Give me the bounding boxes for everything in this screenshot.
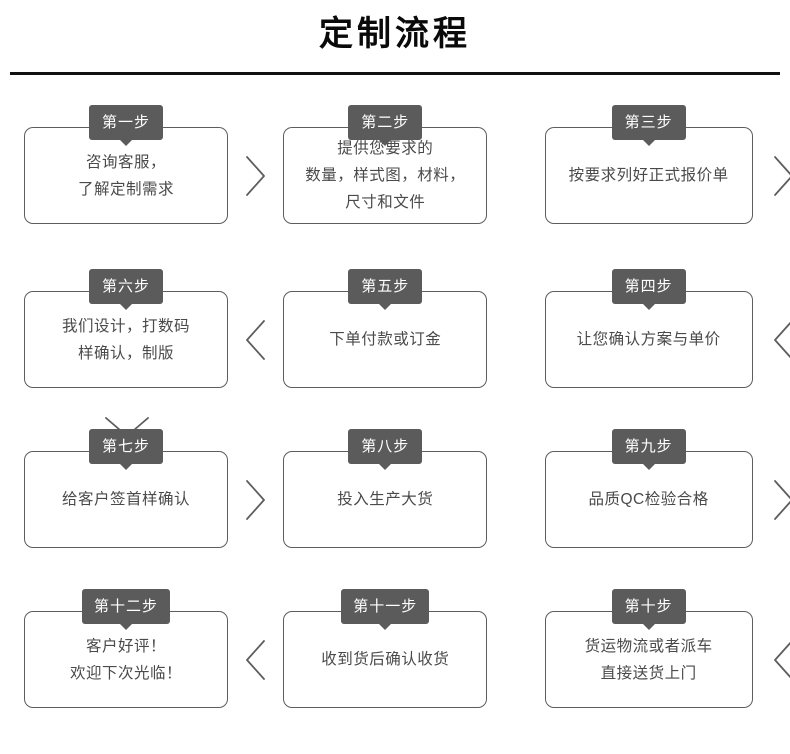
step-text-7: 给客户签首样确认 [61, 491, 190, 508]
step-box-2[interactable]: 第二步 提供您要求的 数量，样式图，材料， 尺寸和文件 [283, 105, 488, 224]
step-text-4: 让您确认方案与单价 [576, 331, 721, 348]
step-badge-8: 第八步 [348, 429, 423, 464]
title-divider [10, 72, 780, 75]
step-badge-4: 第四步 [611, 269, 686, 304]
step-badge-6: 第六步 [89, 269, 163, 304]
flow-cell-step-9: 第九步 品质QC检验合格 [527, 429, 790, 551]
step-text-3: 按要求列好正式报价单 [568, 167, 729, 184]
step-badge-5: 第五步 [348, 269, 423, 304]
flow-cell-step-6: 第六步 我们设计，打数码 样确认，制版 [0, 269, 265, 437]
step-badge-11: 第十一步 [341, 589, 430, 624]
flow-diagram: 第一步 咨询客服， 了解定制需求 第二步 提供您要求的 数量，样式图，材料， 尺… [0, 81, 790, 721]
flow-cell-step-10: 第十步 货运物流或者派车 直接送货上门 [527, 589, 790, 711]
step-badge-1: 第一步 [89, 105, 163, 140]
flow-cell-step-8: 第八步 投入生产大货 [263, 429, 790, 551]
flow-cell-step-4: 第四步 让您确认方案与单价 [527, 269, 790, 391]
page-header: 定制流程 [0, 0, 790, 75]
step-text-11: 收到货后确认收货 [321, 651, 450, 668]
step-box-12[interactable]: 第十二步 客户好评！ 欢迎下次光临！ [24, 589, 228, 708]
step-box-1[interactable]: 第一步 咨询客服， 了解定制需求 [24, 105, 228, 224]
step-text-9: 品质QC检验合格 [588, 491, 709, 508]
step-badge-2: 第二步 [348, 105, 423, 140]
flow-row-4: 第十二步 客户好评！ 欢迎下次光临！ 第十一步 收到货后确认收货 第十步 货运物… [0, 589, 790, 711]
flow-cell-step-7: 第七步 给客户签首样确认 [0, 429, 265, 551]
step-text-10: 货运物流或者派车 直接送货上门 [584, 637, 713, 682]
flow-cell-step-2: 第二步 提供您要求的 数量，样式图，材料， 尺寸和文件 [263, 105, 790, 227]
step-text-1: 咨询客服， 了解定制需求 [77, 153, 174, 198]
step-text-8: 投入生产大货 [337, 491, 434, 508]
flow-row-1: 第一步 咨询客服， 了解定制需求 第二步 提供您要求的 数量，样式图，材料， 尺… [0, 105, 790, 227]
step-badge-3: 第三步 [611, 105, 686, 140]
step-text-6: 我们设计，打数码 样确认，制版 [61, 317, 190, 362]
step-box-6[interactable]: 第六步 我们设计，打数码 样确认，制版 [24, 269, 228, 388]
flow-row-2: 第六步 我们设计，打数码 样确认，制版 第五步 下单付款或订金 第四步 让您确认… [0, 269, 790, 437]
step-box-3[interactable]: 第三步 按要求列好正式报价单 [544, 105, 753, 224]
flow-cell-step-12: 第十二步 客户好评！ 欢迎下次光临！ [0, 589, 265, 711]
step-box-4[interactable]: 第四步 让您确认方案与单价 [544, 269, 753, 388]
page-title: 定制流程 [319, 14, 471, 54]
step-badge-9: 第九步 [611, 429, 686, 464]
flow-cell-step-5: 第五步 下单付款或订金 [263, 269, 790, 391]
step-box-11[interactable]: 第十一步 收到货后确认收货 [283, 589, 488, 708]
step-badge-12: 第十二步 [81, 589, 171, 624]
step-box-8[interactable]: 第八步 投入生产大货 [283, 429, 488, 548]
flow-cell-step-11: 第十一步 收到货后确认收货 [263, 589, 790, 711]
flow-cell-step-1: 第一步 咨询客服， 了解定制需求 [0, 105, 265, 227]
step-text-2: 提供您要求的 数量，样式图，材料， 尺寸和文件 [305, 140, 466, 211]
step-text-5: 下单付款或订金 [329, 331, 442, 348]
step-box-9[interactable]: 第九步 品质QC检验合格 [544, 429, 753, 548]
step-box-7[interactable]: 第七步 给客户签首样确认 [24, 429, 228, 548]
flow-row-3: 第七步 给客户签首样确认 第八步 投入生产大货 第九步 品质QC检验合格 [0, 429, 790, 551]
step-box-5[interactable]: 第五步 下单付款或订金 [283, 269, 488, 388]
step-box-10[interactable]: 第十步 货运物流或者派车 直接送货上门 [544, 589, 753, 708]
step-badge-7: 第七步 [89, 429, 163, 464]
flow-cell-step-3: 第三步 按要求列好正式报价单 [527, 105, 790, 227]
step-badge-10: 第十步 [611, 589, 686, 624]
step-text-12: 客户好评！ 欢迎下次光临！ [69, 637, 182, 682]
